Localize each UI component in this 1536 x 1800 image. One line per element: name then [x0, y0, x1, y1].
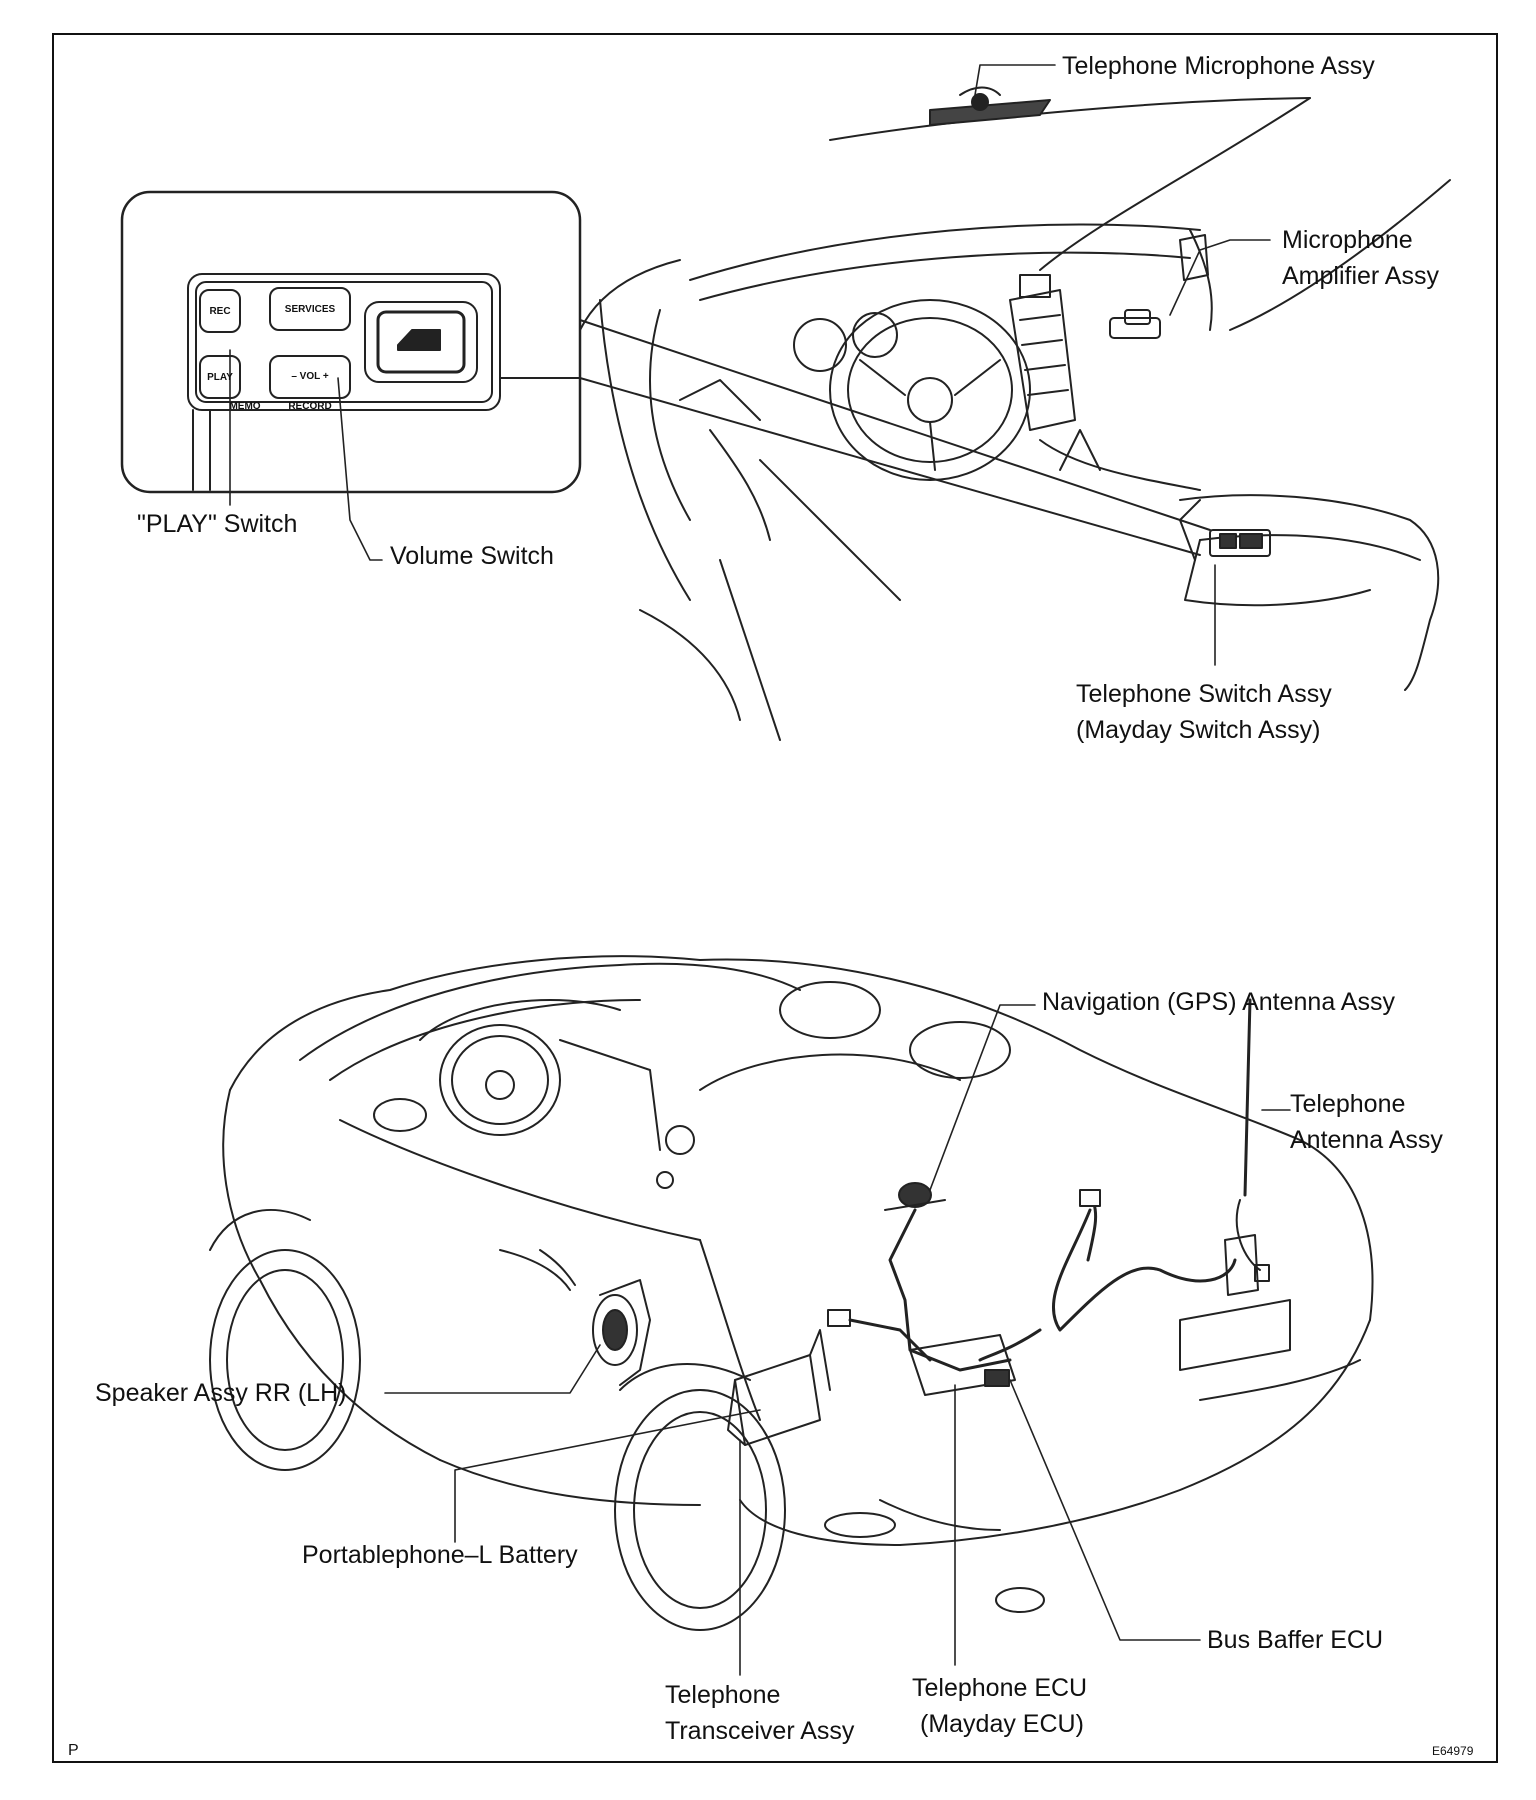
portablephone-battery-label: Portablephone–L Battery: [302, 1541, 578, 1569]
lower-leader-lines: [384, 1004, 1291, 1676]
speaker-rr-lh-label: Speaker Assy RR (LH): [95, 1379, 347, 1407]
car-drawing: [209, 955, 1374, 1631]
microphone-amplifier-label-line2: Amplifier Assy: [1282, 262, 1439, 290]
telephone-switch-label-line2: (Mayday Switch Assy): [1076, 716, 1321, 744]
services-button-label: SERVICES: [284, 304, 336, 315]
microphone-amplifier-label-line1: Microphone: [1282, 226, 1413, 254]
corner-mark: P: [68, 1742, 79, 1759]
play-switch-label: "PLAY" Switch: [137, 510, 298, 538]
upper-leader-lines: [229, 64, 1271, 666]
telephone-antenna-label-line1: Telephone: [1290, 1090, 1406, 1118]
volume-switch-label: Volume Switch: [390, 542, 554, 570]
memo-label: MEMO: [229, 401, 261, 412]
switch-panel-inset: [120, 190, 1211, 556]
record-label: RECORD: [288, 401, 332, 412]
bus-baffer-ecu-label: Bus Baffer ECU: [1207, 1626, 1384, 1654]
telephone-transceiver-label-line2: Transceiver Assy: [665, 1717, 855, 1745]
telephone-switch-label-line1: Telephone Switch Assy: [1076, 680, 1332, 708]
telephone-microphone-label: Telephone Microphone Assy: [1062, 52, 1375, 80]
telephone-antenna-label-line2: Antenna Assy: [1290, 1126, 1443, 1154]
navigation-antenna-label: Navigation (GPS) Antenna Assy: [1042, 988, 1395, 1016]
telephone-ecu-label-line1: Telephone ECU: [912, 1674, 1088, 1702]
figure-frame: [52, 33, 1498, 1763]
interior-dashboard-drawing: [579, 86, 1451, 741]
telephone-transceiver-label-line1: Telephone: [665, 1681, 781, 1709]
rec-button-label: REC: [209, 306, 231, 317]
volume-button-label: – VOL +: [291, 371, 329, 382]
figure-code: E64979: [1432, 1744, 1474, 1758]
play-button-label: PLAY: [207, 372, 233, 383]
telephone-ecu-label-line2: (Mayday ECU): [920, 1710, 1084, 1738]
